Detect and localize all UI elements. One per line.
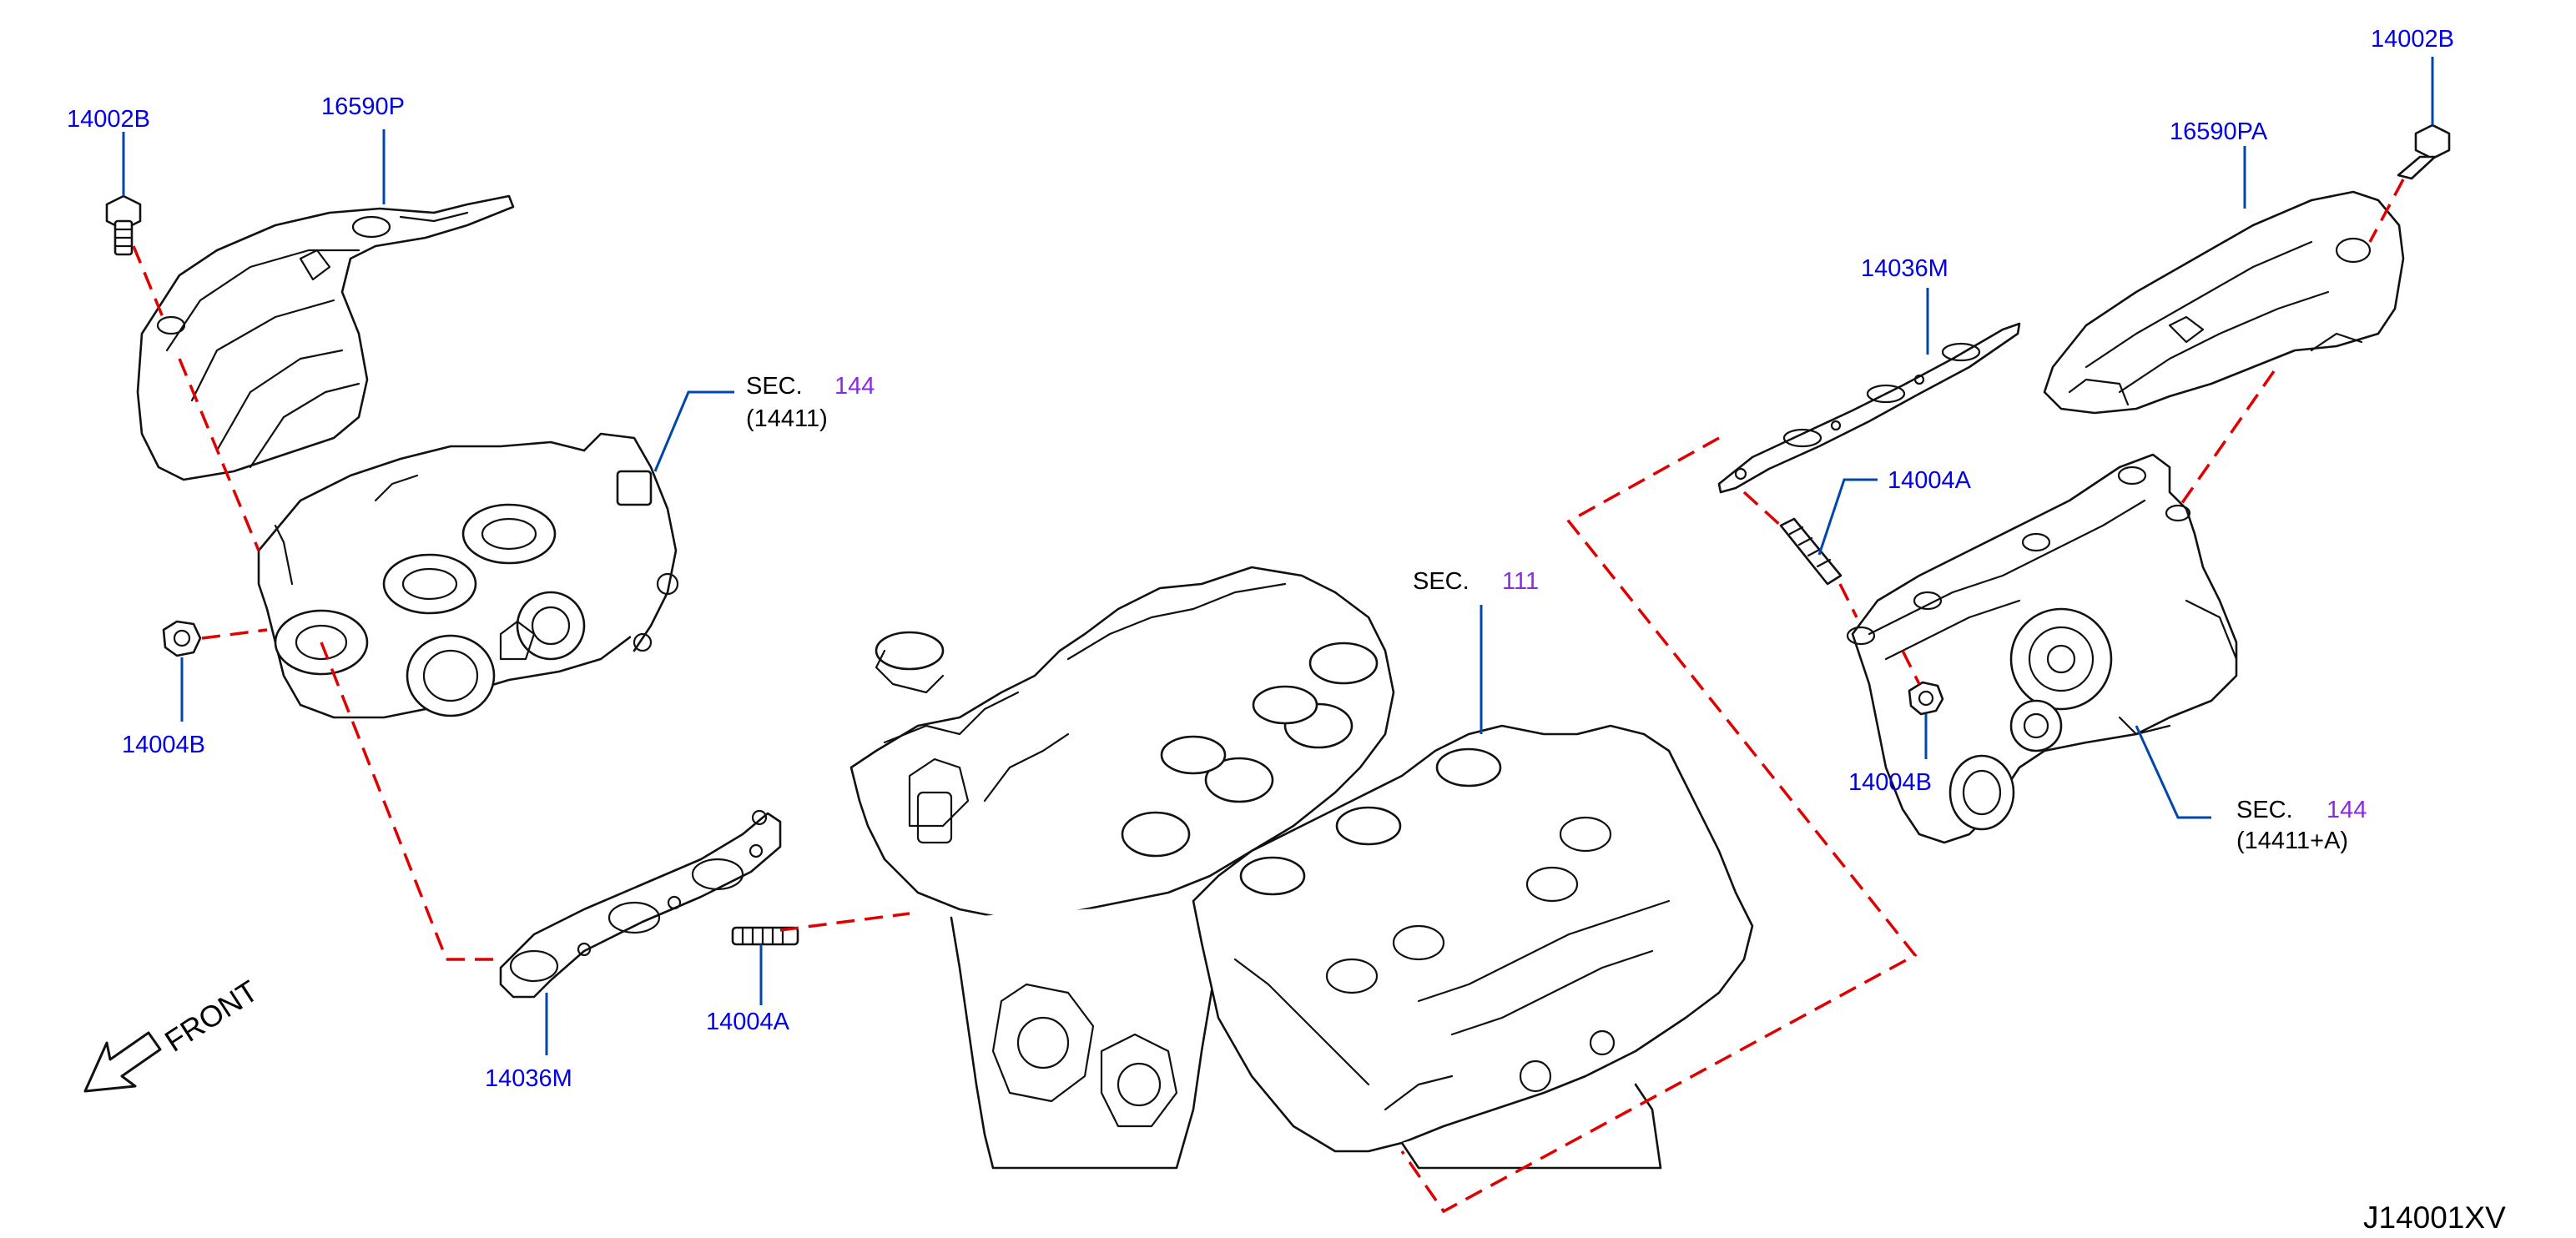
drawing-id: J14001XV — [2363, 1200, 2506, 1235]
section-prefix: SEC. — [1413, 568, 1469, 595]
callout-label[interactable]: 14002B — [67, 106, 150, 133]
section-number[interactable]: 111 — [1502, 568, 1539, 595]
engine-block — [849, 566, 1754, 1170]
callout-label[interactable]: 16590PA — [2170, 118, 2268, 145]
callout-label[interactable]: 14036M — [485, 1065, 572, 1092]
heat-shield-left — [136, 194, 515, 481]
stud-left — [731, 926, 799, 946]
gasket-right — [1717, 322, 2021, 494]
section-prefix: SEC. — [2236, 797, 2293, 823]
callout-label[interactable]: 14004A — [706, 1009, 790, 1035]
section-ref: SEC. 111 — [1413, 568, 1539, 595]
section-ref: SEC. 144 (14411+A) — [2236, 797, 2367, 854]
heat-shield-right — [2043, 190, 2405, 415]
section-sub: (14411+A) — [2236, 828, 2348, 854]
section-number[interactable]: 144 — [834, 373, 875, 400]
section-sub: (14411) — [746, 405, 828, 432]
callout-labels: 14002B 16590P 14004B 14036M 14004A 14002… — [67, 26, 2454, 1092]
callout-label[interactable]: 14002B — [2371, 26, 2454, 53]
bolt-right — [2397, 123, 2451, 180]
stud-right — [1779, 517, 1843, 586]
callout-label[interactable]: 14004B — [1848, 769, 1932, 796]
front-indicator: FRONT — [83, 974, 264, 1093]
callout-label[interactable]: 14036M — [1861, 255, 1948, 282]
nut-right — [1908, 681, 1944, 716]
section-number[interactable]: 144 — [2326, 797, 2367, 823]
front-arrow-icon — [83, 1031, 162, 1093]
section-prefix: SEC. — [746, 373, 803, 400]
callout-label[interactable]: 14004B — [122, 732, 205, 758]
nut-left — [162, 620, 202, 657]
callout-label[interactable]: 14004A — [1888, 467, 1972, 494]
gasket-left — [499, 809, 782, 999]
leader-lines — [122, 57, 2434, 1055]
turbo-manifold-left — [257, 432, 679, 719]
bolt-left — [105, 194, 142, 256]
assembly-paths — [132, 179, 2405, 1214]
section-ref: SEC. 144 (14411) — [746, 373, 875, 432]
front-label: FRONT — [159, 974, 264, 1059]
turbo-manifold-right — [1846, 453, 2238, 844]
callout-label[interactable]: 16590P — [321, 93, 405, 120]
